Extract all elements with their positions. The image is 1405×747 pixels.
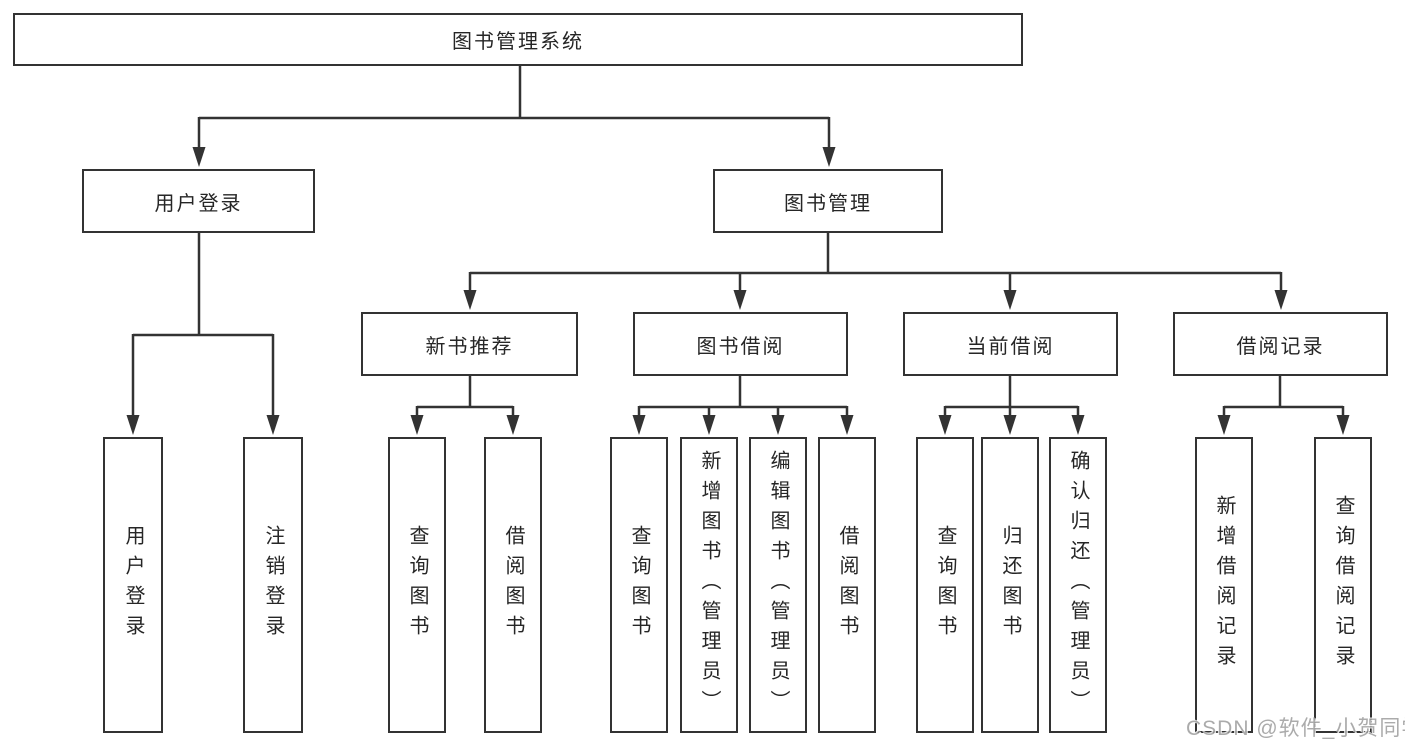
leaf-add-borrow-record: 新增借阅记录: [1195, 437, 1253, 733]
node-root: 图书管理系统: [13, 13, 1023, 66]
node-current-borrow: 当前借阅: [903, 312, 1118, 376]
leaf-logout: 注销登录: [243, 437, 303, 733]
node-book-borrow: 图书借阅: [633, 312, 848, 376]
leaf-confirm-return-admin: 确认归还（管理员）: [1049, 437, 1107, 733]
leaf-add-book-admin: 新增图书（管理员）: [680, 437, 738, 733]
arrowhead-icons: [126, 147, 1350, 435]
csdn-watermark: CSDN @软件_小贺同学: [1186, 717, 1405, 740]
leaf-query-borrow-record: 查询借阅记录: [1314, 437, 1372, 733]
node-borrow-records: 借阅记录: [1173, 312, 1388, 376]
leaf-query-books-2: 查询图书: [610, 437, 668, 733]
leaf-return-book: 归还图书: [981, 437, 1039, 733]
leaf-borrow-books-1: 借阅图书: [484, 437, 542, 733]
leaf-user-login: 用户登录: [103, 437, 163, 733]
leaf-query-books-1: 查询图书: [388, 437, 446, 733]
leaf-borrow-books-2: 借阅图书: [818, 437, 876, 733]
leaf-edit-book-admin: 编辑图书（管理员）: [749, 437, 807, 733]
node-user-login: 用户登录: [82, 169, 315, 233]
leaf-query-books-3: 查询图书: [916, 437, 974, 733]
node-new-book-recommend: 新书推荐: [361, 312, 578, 376]
node-book-management: 图书管理: [713, 169, 943, 233]
